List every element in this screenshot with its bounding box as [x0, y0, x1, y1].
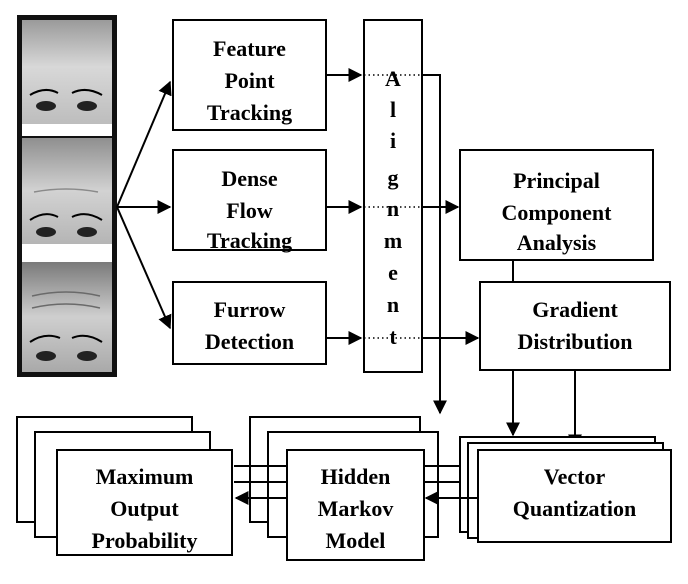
dense-flow-tracking-line-3: Tracking — [207, 228, 292, 253]
mop-line-1: Maximum — [96, 464, 194, 489]
feature-point-tracking-line-1: Feature — [213, 36, 286, 61]
face-image-brow-furrow — [22, 262, 112, 372]
alignment-letter-9: t — [389, 324, 397, 349]
pca-line-2: Component — [501, 200, 612, 225]
hidden-markov-model-stack: Hidden Markov Model — [249, 416, 439, 561]
mop-line-3: Probability — [92, 528, 198, 553]
furrow-detection-line-1: Furrow — [214, 297, 286, 322]
feature-point-tracking-line-2: Point — [224, 68, 275, 93]
alignment-letter-3: i — [390, 128, 396, 153]
arrow-to-furrow — [116, 206, 172, 330]
arrow-feature-to-hmm — [422, 74, 447, 415]
input-arrows — [116, 80, 172, 330]
alignment-connectors — [326, 68, 480, 415]
hmm-line-1: Hidden — [321, 464, 391, 489]
furrow-detection-line-2: Detection — [205, 329, 294, 354]
hmm-line-2: Markov — [318, 496, 394, 521]
feature-point-tracking-line-3: Tracking — [207, 100, 292, 125]
alignment-letter-5: n — [387, 196, 399, 221]
alignment-letter-6: m — [384, 228, 402, 253]
dense-flow-tracking-line-1: Dense — [221, 166, 277, 191]
vector-quantization-stack: Vector Quantization — [459, 436, 672, 543]
face-image-strip — [17, 15, 117, 377]
gradient-distribution-box: Gradient Distribution — [479, 281, 671, 371]
arrow-to-feature-point — [116, 80, 172, 208]
alignment-box: A l i g n m e n t — [363, 19, 423, 373]
feature-point-tracking-box: Feature Point Tracking — [172, 19, 327, 131]
bottom-connectors — [234, 465, 478, 505]
alignment-letter-1: A — [385, 66, 401, 91]
alignment-letter-8: n — [387, 292, 399, 317]
pca-line-3: Analysis — [517, 230, 597, 255]
gradient-line-2: Distribution — [518, 329, 633, 354]
alignment-letter-7: e — [388, 260, 398, 285]
alignment-letter-2: l — [390, 97, 396, 122]
furrow-detection-box: Furrow Detection — [172, 281, 327, 365]
dense-flow-tracking-box: Dense Flow Tracking — [172, 149, 327, 253]
dense-flow-tracking-line-2: Flow — [226, 198, 273, 223]
principal-component-analysis-box: Principal Component Analysis — [459, 149, 654, 261]
gradient-line-1: Gradient — [532, 297, 618, 322]
alignment-letter-4: g — [388, 165, 399, 190]
vq-line-1: Vector — [544, 464, 606, 489]
hmm-line-3: Model — [326, 528, 386, 553]
maximum-output-probability-stack: Maximum Output Probability — [16, 416, 233, 556]
face-image-neutral — [22, 20, 112, 136]
pca-line-1: Principal — [513, 168, 600, 193]
mop-line-2: Output — [110, 496, 179, 521]
vq-line-2: Quantization — [513, 496, 636, 521]
face-image-brow-raise — [22, 138, 112, 262]
